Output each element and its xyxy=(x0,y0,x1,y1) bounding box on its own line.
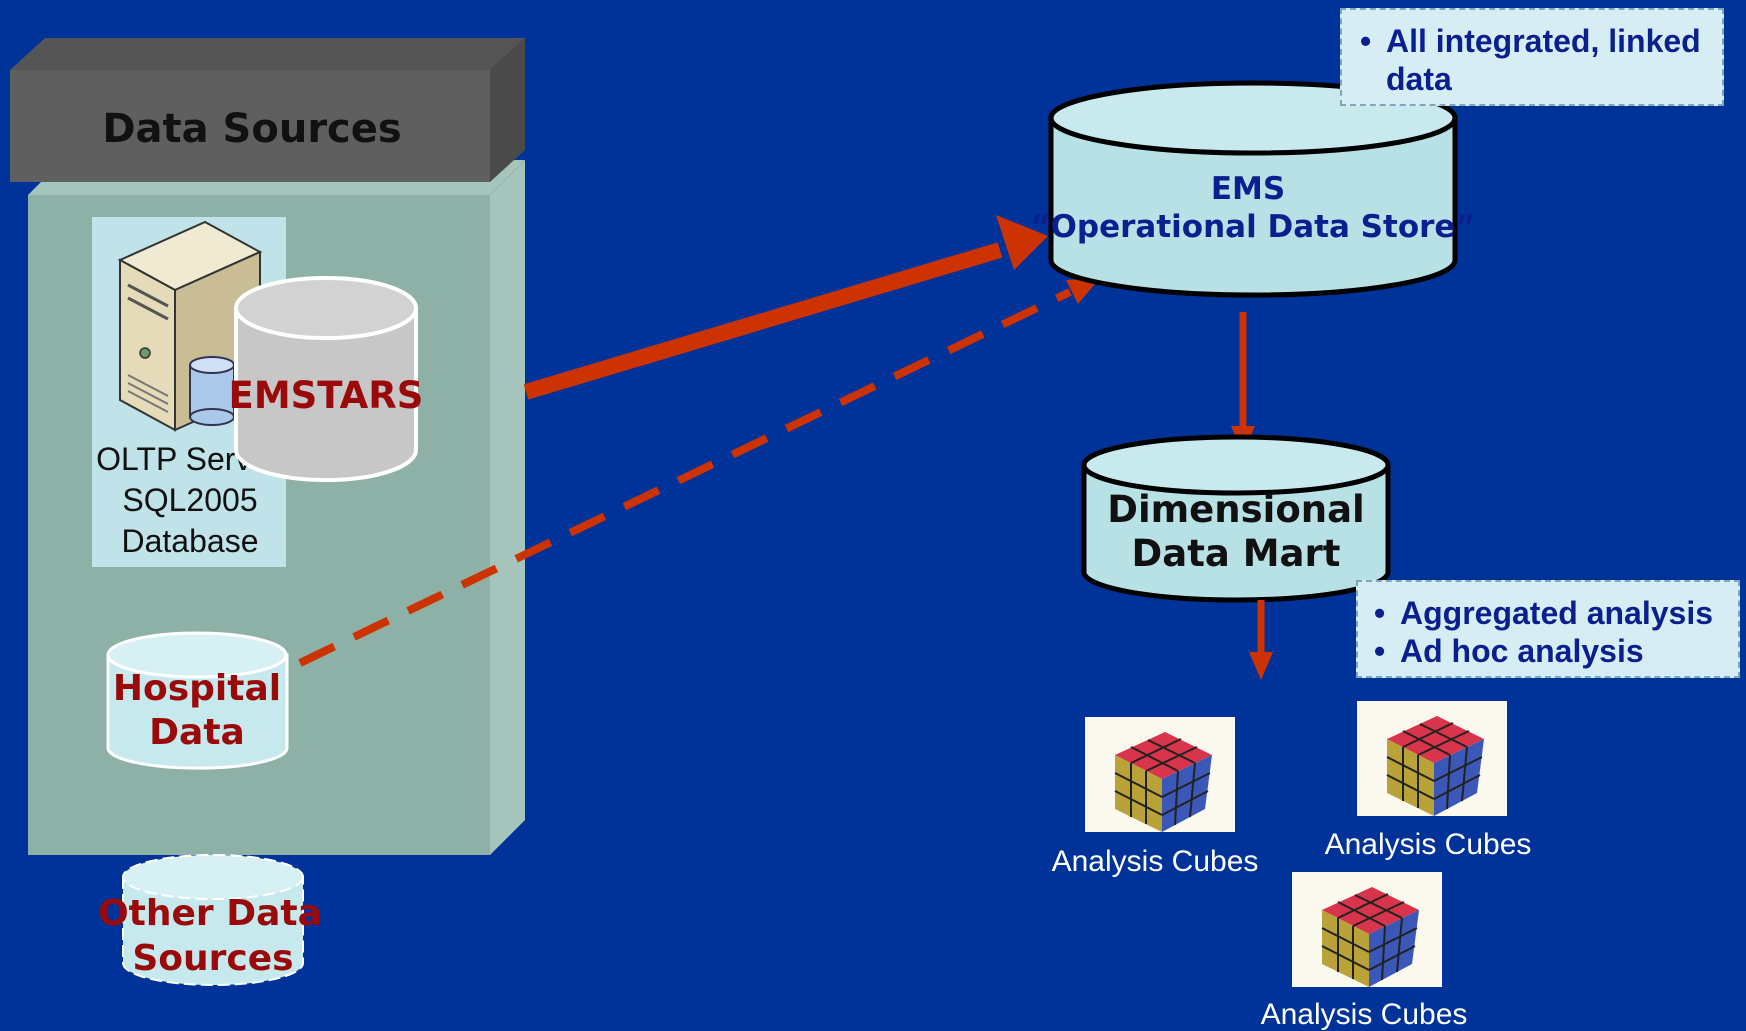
rubiks-cube-icon xyxy=(1386,716,1484,816)
analysis-cube-2 xyxy=(1357,701,1507,816)
other-data-sources-database: Other Data Sources xyxy=(98,854,322,986)
ods-callout: All integrated, linked data xyxy=(1340,8,1724,106)
mart-callout: Aggregated analysis Ad hoc analysis xyxy=(1356,580,1740,678)
hospital-data-database: Hospital Data xyxy=(106,631,289,770)
hospital-to-ods-arrow xyxy=(298,278,1100,667)
other-label-line2: Sources xyxy=(132,938,293,979)
data-mart-database: Dimensional Data Mart xyxy=(1081,434,1391,603)
emstars-to-ods-arrow xyxy=(523,215,1048,400)
ods-database: EMS “Operational Data Store” xyxy=(1030,80,1476,298)
analysis-cube-1 xyxy=(1085,717,1235,832)
ods-label-line1: EMS xyxy=(1211,171,1285,207)
emstars-database: EMSTARS xyxy=(229,276,424,482)
cube-label-2: Analysis Cubes xyxy=(1325,828,1532,861)
oltp-label-line3: Database xyxy=(122,523,259,559)
hospital-label-line2: Data xyxy=(149,712,245,753)
cube-label-1: Analysis Cubes xyxy=(1052,845,1259,878)
rubiks-cube-icon xyxy=(1321,887,1419,987)
other-label-line1: Other Data xyxy=(98,893,322,934)
ods-label-line2: “Operational Data Store” xyxy=(1030,209,1476,245)
hospital-label-line1: Hospital xyxy=(113,668,281,709)
emstars-label: EMSTARS xyxy=(229,374,424,417)
ods-callout-item: All integrated, linked data xyxy=(1360,22,1704,98)
cube-tiles: Analysis Cubes Analysis Cubes xyxy=(1052,701,1532,1031)
mart-callout-item-aggregated: Aggregated analysis xyxy=(1374,594,1722,632)
oltp-label-line2: SQL2005 xyxy=(122,482,257,518)
rubiks-cube-icon xyxy=(1114,732,1212,832)
mart-callout-item-adhoc: Ad hoc analysis xyxy=(1374,632,1722,670)
data-sources-header: Data Sources xyxy=(10,38,525,182)
mart-to-cubes-arrow xyxy=(1249,600,1273,680)
analysis-cube-3 xyxy=(1292,872,1442,987)
mart-label-line2: Data Mart xyxy=(1132,532,1341,575)
data-sources-title: Data Sources xyxy=(102,106,401,152)
cube-label-3: Analysis Cubes xyxy=(1261,998,1468,1031)
mart-label-line1: Dimensional xyxy=(1107,488,1365,531)
ods-to-mart-arrow xyxy=(1231,312,1255,455)
